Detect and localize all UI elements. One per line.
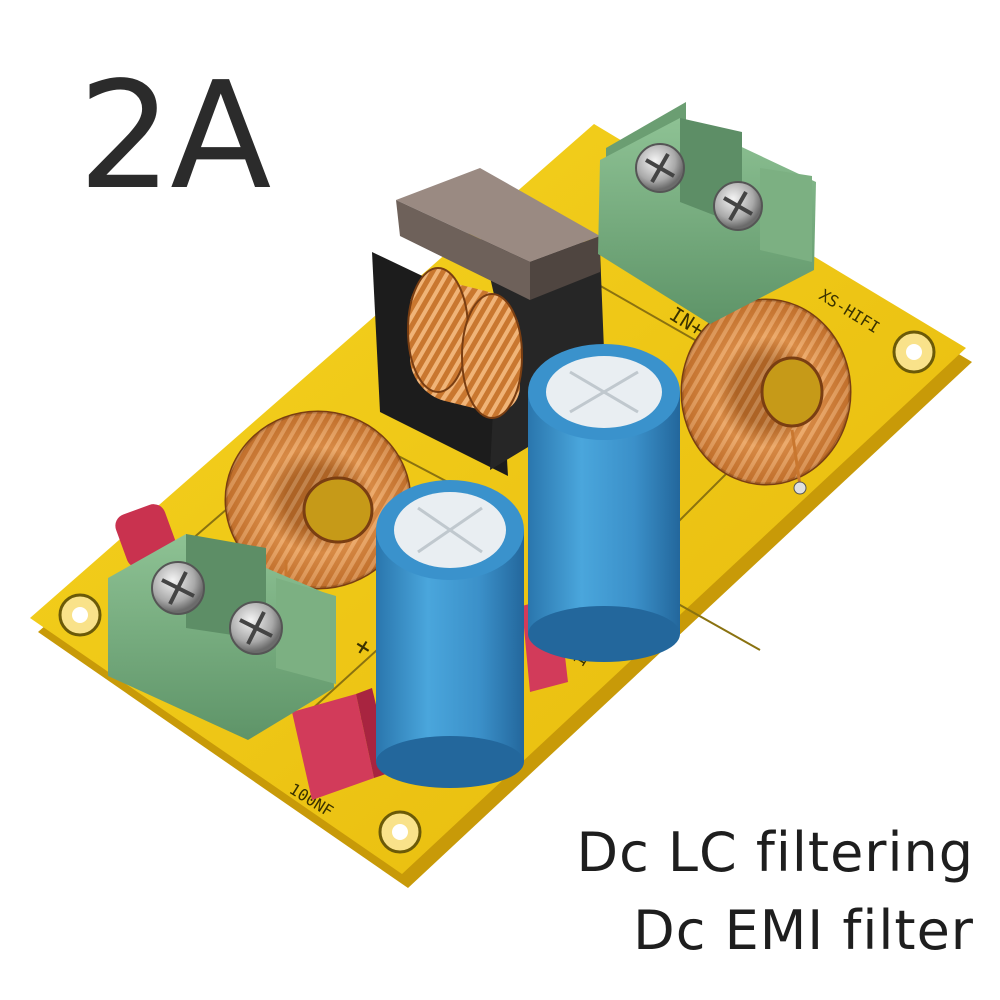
- mounting-hole-bottom: [378, 810, 422, 854]
- mounting-hole-right: [892, 330, 936, 374]
- caption-line-2: Dc EMI filter: [633, 899, 974, 962]
- electrolytic-capacitor-right: [528, 344, 680, 662]
- caption-line-1: Dc LC filtering: [576, 821, 974, 884]
- toroid-inductor-right: [680, 298, 852, 495]
- electrolytic-capacitor-left: [376, 480, 524, 788]
- terminal-block-output: [108, 534, 336, 740]
- terminal-block-input: [598, 102, 816, 324]
- toroid-inductor-left: [224, 410, 412, 596]
- mounting-hole-left: [58, 593, 102, 637]
- current-rating-label: 2A: [78, 50, 271, 222]
